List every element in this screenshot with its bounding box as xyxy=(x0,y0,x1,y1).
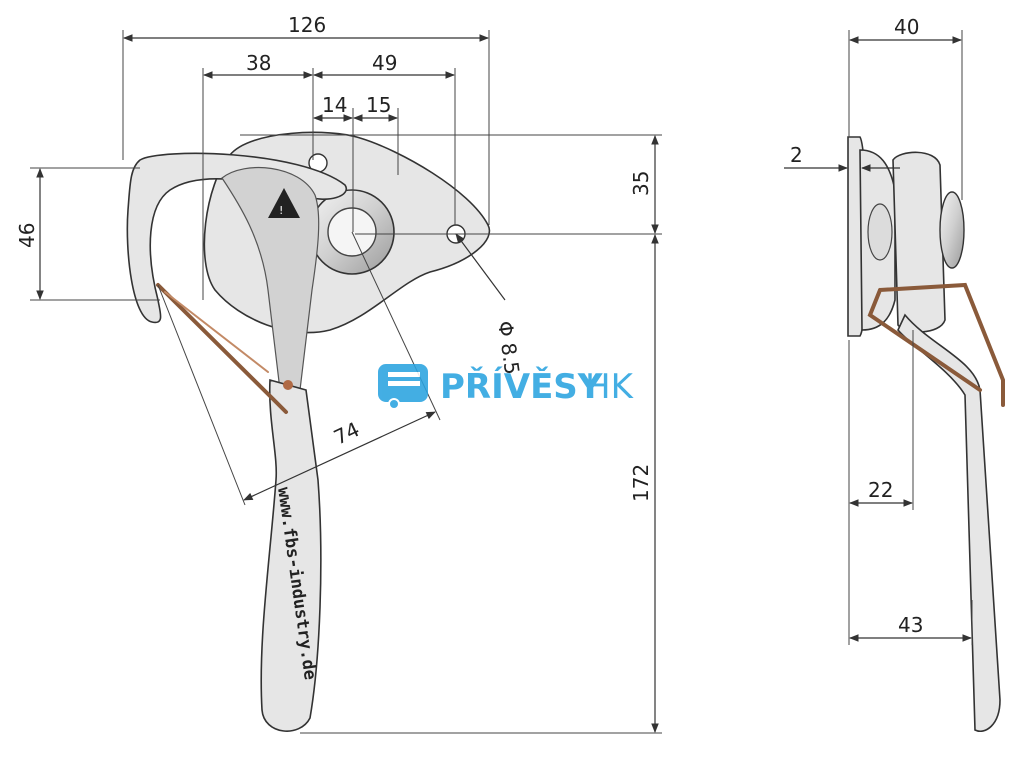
side-cam xyxy=(892,151,946,333)
side-bolt xyxy=(939,191,965,269)
brand-watermark: PŘÍVĚSY HK xyxy=(378,364,635,410)
dim-35: 35 xyxy=(629,171,653,196)
dim-172: 172 xyxy=(629,464,653,502)
dim-43: 43 xyxy=(898,613,923,637)
svg-text:!: ! xyxy=(279,204,283,217)
lever-arm xyxy=(221,166,320,399)
trailer-logo-icon xyxy=(378,364,428,410)
hook-lever xyxy=(126,152,348,324)
side-dimensions: 40 2 22 43 xyxy=(784,15,973,645)
wire-pin xyxy=(283,380,293,390)
side-wire-clip xyxy=(867,282,1005,407)
dim-46: 46 xyxy=(15,223,39,248)
brand-name: PŘÍVĚSY xyxy=(440,366,603,407)
dim-126: 126 xyxy=(288,13,326,37)
dim-14: 14 xyxy=(322,93,347,117)
dim-74: 74 xyxy=(330,417,363,450)
brand-suffix: HK xyxy=(585,367,635,407)
dim-40: 40 xyxy=(894,15,919,39)
dim-2: 2 xyxy=(790,143,803,167)
warning-triangle-icon xyxy=(268,188,300,218)
dim-22: 22 xyxy=(868,478,893,502)
dim-49: 49 xyxy=(372,51,397,75)
front-view: ! www.fbs-industry.de xyxy=(126,131,491,732)
dim-15: 15 xyxy=(366,93,391,117)
dim-38: 38 xyxy=(246,51,271,75)
wire-clip xyxy=(156,283,288,414)
side-view xyxy=(847,136,1005,732)
